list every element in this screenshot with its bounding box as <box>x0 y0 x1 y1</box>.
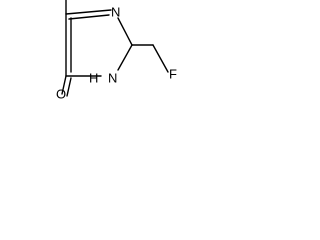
atom-n-h: N <box>108 71 117 86</box>
bond-c6-n1-double <box>68 14 110 20</box>
atom-n-top: N <box>111 5 120 20</box>
bond-c2-n3 <box>117 44 133 71</box>
bond-ch2-f <box>152 44 169 73</box>
atom-h-on-n: H <box>89 71 98 86</box>
atom-fluorine: F <box>169 67 177 82</box>
bond-c4-o <box>61 75 67 95</box>
pyrimidinone-structure: N N H O F <box>56 0 177 102</box>
bond-c4-o-double <box>66 77 72 97</box>
atom-oxygen: O <box>56 87 66 102</box>
bond-n1-c2 <box>117 17 133 46</box>
bond-c6-n1 <box>65 9 112 15</box>
